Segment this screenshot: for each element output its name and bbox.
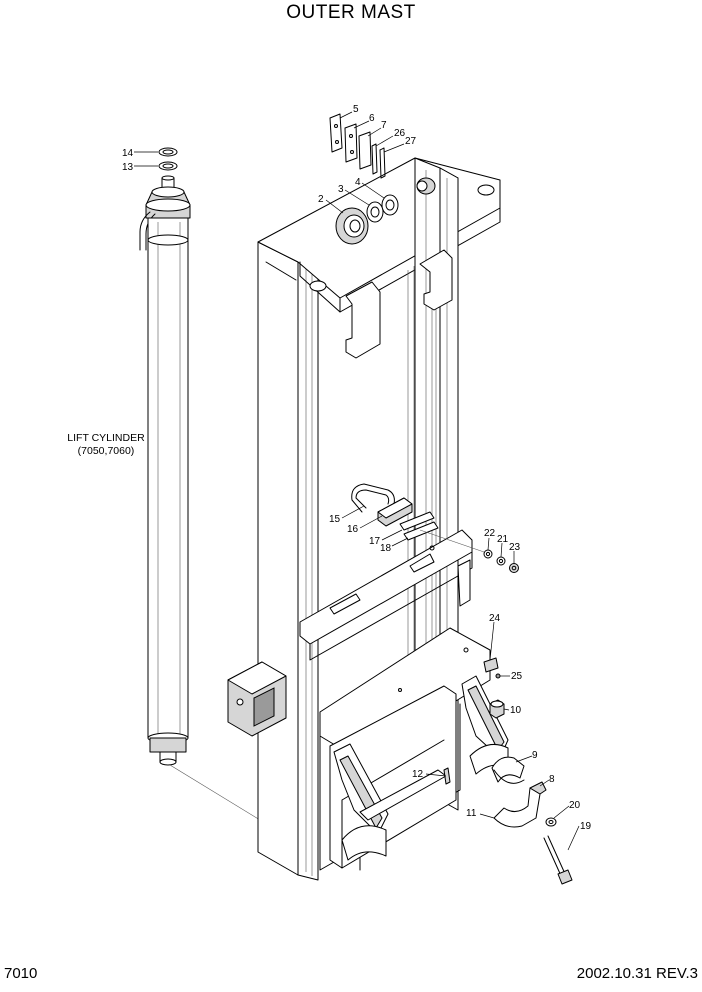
lift-cylinder-models: (7050,7060) xyxy=(78,445,135,457)
part-12-pin xyxy=(443,767,451,785)
part-15-u-bolt xyxy=(351,483,395,513)
callout-26: 26 xyxy=(394,128,406,139)
callout-6: 6 xyxy=(369,113,375,124)
part-27-shim xyxy=(379,147,386,179)
callout-3: 3 xyxy=(338,184,344,195)
part-22-washer xyxy=(483,549,493,559)
callout-16: 16 xyxy=(347,524,359,535)
callout-18: 18 xyxy=(380,543,392,554)
part-25-grease-nipple xyxy=(495,673,501,679)
lower-parts-group xyxy=(443,657,573,885)
part-5-plate xyxy=(329,113,343,153)
part-8-clamp xyxy=(493,787,541,828)
part-17-plate xyxy=(399,511,435,531)
callout-7: 7 xyxy=(381,120,387,131)
callout-24: 24 xyxy=(489,613,501,624)
callout-25: 25 xyxy=(511,671,523,682)
mid-parts-group xyxy=(351,483,519,573)
callout-23: 23 xyxy=(509,542,521,553)
callout-9: 9 xyxy=(532,750,538,761)
part-24-pad xyxy=(483,657,499,673)
callout-22: 22 xyxy=(484,528,496,539)
callout-8: 8 xyxy=(549,774,555,785)
outer-mast-frame xyxy=(227,157,509,881)
part-26-shim xyxy=(371,143,378,175)
callout-21: 21 xyxy=(497,534,509,545)
callout-labels: 14 13 2 3 4 5 6 7 26 27 15 16 17 18 22 2… xyxy=(122,104,592,832)
part-21-washer xyxy=(496,556,506,566)
callout-19: 19 xyxy=(580,821,592,832)
part-6-plate xyxy=(344,123,358,163)
callout-27: 27 xyxy=(405,136,417,147)
lift-cylinder-label: LIFT CYLINDER xyxy=(67,432,145,444)
callout-2: 2 xyxy=(318,194,324,205)
drawing-title: OUTER MAST xyxy=(286,2,416,23)
callout-12: 12 xyxy=(412,769,424,780)
callout-10: 10 xyxy=(510,705,522,716)
callout-13: 13 xyxy=(122,162,134,173)
part-7-plate xyxy=(358,131,372,170)
callout-20: 20 xyxy=(569,800,581,811)
part-20-washer xyxy=(545,817,557,827)
callout-11: 11 xyxy=(466,808,477,819)
part-18-plate xyxy=(403,521,439,541)
page-code: 7010 xyxy=(4,965,38,982)
part-19-bolt xyxy=(543,835,573,885)
callout-15: 15 xyxy=(329,514,341,525)
lift-cylinder xyxy=(139,147,261,821)
callout-4: 4 xyxy=(355,177,361,188)
callout-17: 17 xyxy=(369,536,381,547)
callout-5: 5 xyxy=(353,104,359,115)
callout-14: 14 xyxy=(122,148,134,159)
top-parts-group xyxy=(329,113,436,245)
part-9-clamp xyxy=(491,756,525,783)
part-23-nut xyxy=(509,563,519,573)
leader-lines xyxy=(134,111,580,851)
revision-stamp: 2002.10.31 REV.3 xyxy=(576,965,698,982)
